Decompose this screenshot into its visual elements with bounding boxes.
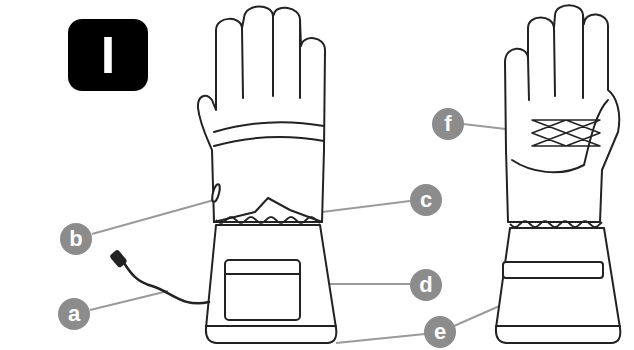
figure-number: I: [101, 29, 115, 81]
callout-letter-text: f: [444, 113, 451, 135]
callout-letter-text: a: [68, 303, 80, 325]
elastic-wave: [216, 217, 320, 223]
figure-number-box: I: [68, 19, 148, 91]
callout-letter-text: c: [420, 189, 432, 211]
callout-letter: d: [410, 269, 442, 301]
callout-letter-text: d: [419, 274, 432, 296]
right-glove: [496, 5, 620, 343]
callout-letter: a: [58, 298, 90, 330]
callout-letter: e: [424, 316, 456, 348]
elastic-wrist: [216, 217, 602, 227]
callout-letter: b: [60, 223, 92, 255]
callout-letter: c: [410, 184, 442, 216]
callout-letter-text: e: [434, 321, 446, 343]
callout-letter-text: b: [69, 228, 82, 250]
elastic-wave: [510, 221, 602, 227]
callout-letter: f: [432, 108, 464, 140]
